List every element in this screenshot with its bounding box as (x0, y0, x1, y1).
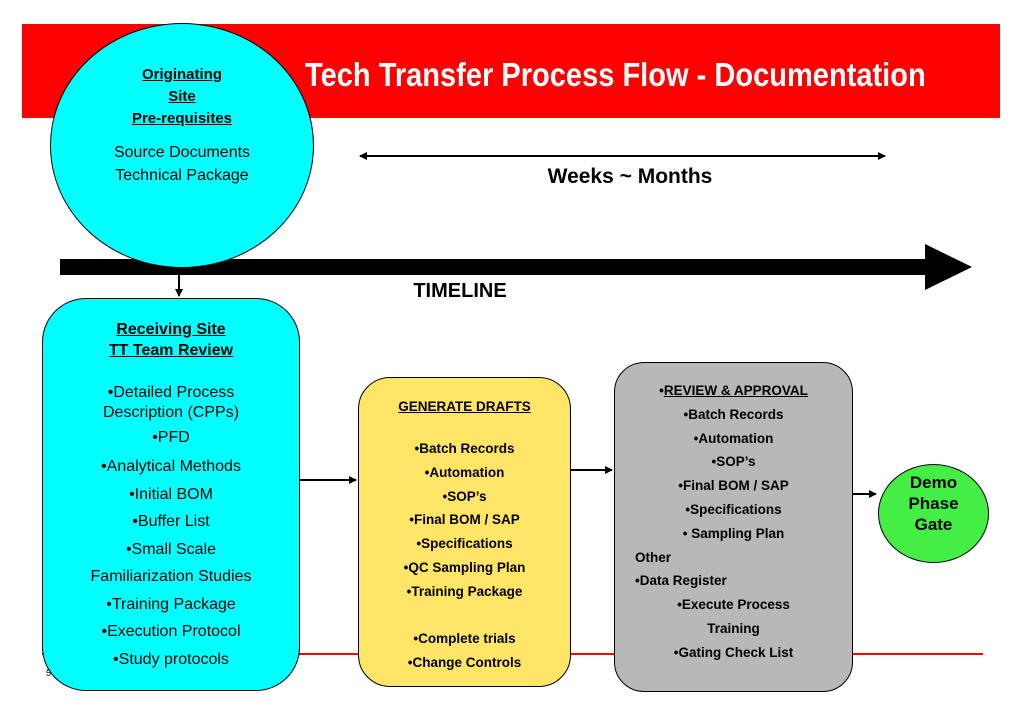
duration-label: Weeks ~ Months (547, 165, 713, 188)
timeline-arrow (60, 244, 972, 290)
drafts-item: •Change Controls (407, 655, 522, 671)
review-item: Training (707, 620, 760, 636)
demo-phase-gate-node: Demo Phase Gate (878, 464, 989, 563)
review-approval-node: •REVIEW & APPROVAL •Batch Records •Autom… (614, 362, 853, 692)
drafts-item: •Batch Records (414, 441, 515, 456)
receiving-item: •Small Scale (125, 540, 217, 558)
review-item: • Sampling Plan (682, 525, 785, 541)
receiving-site-node: Receiving Site TT Team Review •Detailed … (42, 298, 300, 691)
review-heading-row: •REVIEW & APPROVAL (615, 379, 852, 403)
demo-gate-line: Phase (908, 494, 959, 513)
review-item: •Final BOM / SAP (678, 478, 789, 494)
receiving-item: •Execution Protocol (101, 623, 241, 640)
drafts-heading: GENERATE DRAFTS (398, 399, 531, 414)
drafts-item: •SOP’s (442, 488, 487, 504)
demo-gate-line: Demo (909, 473, 958, 492)
origin-item: Source Documents (113, 144, 251, 161)
drafts-spacer (359, 604, 570, 628)
review-heading-bullet: • (659, 383, 664, 398)
drafts-item: •Specifications (416, 536, 513, 552)
review-item: •Execute Process (677, 597, 790, 613)
receiving-item: •PFD (152, 429, 190, 446)
drafts-item: •Final BOM / SAP (409, 512, 520, 528)
receiving-heading-2: TT Team Review (108, 342, 234, 359)
page-title: Tech Transfer Process Flow - Documentati… (305, 56, 926, 93)
origin-item: Technical Package (115, 167, 249, 184)
receiving-item: •Detailed Process (107, 384, 235, 401)
review-heading: REVIEW & APPROVAL (663, 383, 808, 398)
generate-drafts-node: GENERATE DRAFTS •Batch Records •Automati… (358, 377, 571, 687)
receiving-item: •Training Package (106, 595, 236, 613)
drafts-item: •Complete trials (413, 631, 516, 647)
receiving-item: •Buffer List (132, 513, 210, 530)
review-item: •Automation (693, 430, 774, 446)
originating-site-node: Originating Site Pre-requisites Source D… (50, 23, 314, 268)
drafts-item: •Training Package (406, 583, 523, 599)
review-item: •Specifications (685, 501, 782, 517)
origin-heading-2: Site (168, 88, 196, 105)
receiving-item: •Analytical Methods (101, 458, 241, 475)
timeline-label: TIMELINE (413, 280, 507, 302)
demo-gate-line: Gate (914, 515, 953, 534)
receiving-item: •Initial BOM (129, 485, 213, 503)
review-other-label: Other (635, 549, 672, 565)
drafts-item: •QC Sampling Plan (403, 559, 526, 575)
receiving-item: •Study protocols (113, 650, 229, 668)
review-item: •Gating Check List (673, 644, 794, 660)
receiving-item: Description (CPPs) (102, 404, 240, 421)
review-other-item: •Data Register (635, 573, 727, 589)
origin-heading-3: Pre-requisites (131, 110, 233, 127)
receiving-heading-1: Receiving Site (116, 321, 226, 338)
drafts-item: •Automation (424, 464, 505, 480)
review-item: •SOP’s (711, 454, 756, 470)
page-number: 5 (46, 668, 52, 678)
origin-heading-1: Originating (142, 66, 222, 83)
receiving-item: Familiarization Studies (90, 568, 252, 585)
review-item: •Batch Records (683, 406, 784, 422)
